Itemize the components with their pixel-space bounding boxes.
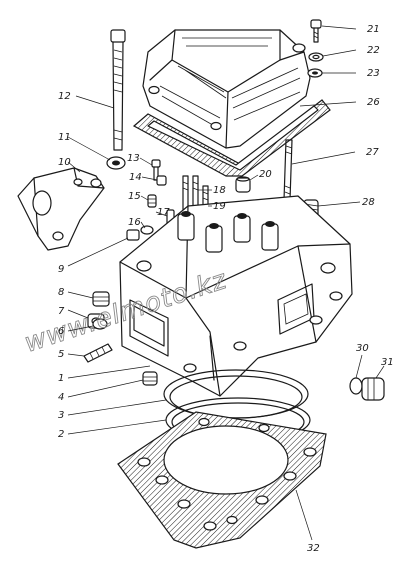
callout-15: 15 [128, 191, 141, 202]
cover-gasket [132, 99, 331, 177]
leader-lines [67, 25, 385, 541]
bracket-10 [17, 167, 105, 251]
long-stud-12 [110, 29, 126, 151]
callout-32: 32 [307, 543, 320, 554]
callout-27: 27 [366, 147, 379, 158]
callout-5: 5 [58, 349, 64, 360]
callout-23: 23 [367, 68, 380, 79]
part-14 [156, 175, 167, 186]
callout-12: 12 [58, 91, 71, 102]
callout-2: 2 [58, 429, 64, 440]
plug-6 [92, 318, 108, 330]
callout-9: 9 [58, 264, 64, 275]
callout-21: 21 [367, 24, 380, 35]
part-16 [140, 225, 154, 235]
callout-26: 26 [367, 97, 380, 108]
callout-13: 13 [127, 153, 140, 164]
head-gasket [117, 411, 327, 549]
washer-11 [106, 156, 126, 170]
bolt-9 [126, 229, 140, 241]
callout-17: 17 [157, 207, 170, 218]
callout-30: 30 [356, 343, 369, 354]
callout-4: 4 [58, 392, 64, 403]
screw-21 [310, 19, 322, 43]
callout-28: 28 [362, 197, 375, 208]
ring-30 [349, 377, 363, 395]
callout-3: 3 [58, 410, 64, 421]
callout-11: 11 [58, 132, 71, 143]
cylinder-head [119, 195, 353, 397]
callout-14: 14 [129, 172, 142, 183]
callout-7: 7 [58, 306, 65, 317]
stud-5 [83, 343, 113, 363]
callout-10: 10 [58, 157, 71, 168]
callout-16: 16 [128, 217, 141, 228]
plug-31 [361, 377, 385, 401]
callout-6: 6 [58, 326, 64, 337]
seal-ring-3 [163, 369, 309, 419]
plug-4 [142, 371, 158, 386]
washer-23 [307, 68, 323, 78]
washer-22 [308, 52, 324, 62]
callout-22: 22 [367, 45, 380, 56]
callout-labels: 21 22 23 26 12 27 11 10 13 20 14 18 15 1… [58, 24, 394, 554]
callout-8: 8 [58, 287, 64, 298]
stud-27 [283, 139, 293, 201]
plug-20 [235, 176, 251, 193]
callout-18: 18 [213, 185, 226, 196]
callout-19: 19 [213, 201, 226, 212]
callout-20: 20 [259, 169, 272, 180]
part-15 [147, 194, 157, 208]
callout-31: 31 [381, 357, 394, 368]
plug-8 [92, 291, 110, 307]
callout-1: 1 [58, 373, 64, 384]
rocker-cover [142, 29, 311, 149]
